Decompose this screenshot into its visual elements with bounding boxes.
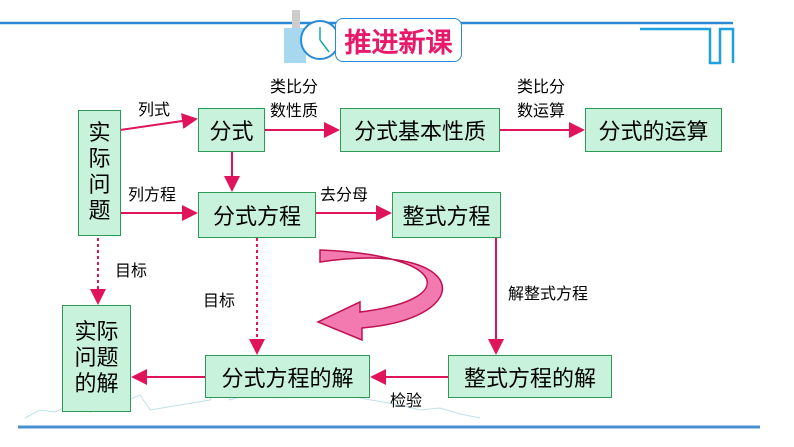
label-check: 检验 <box>390 391 423 410</box>
box-fraction-ops: 分式的运算 <box>585 108 722 152</box>
label-analogy-ops-2: 数运算 <box>517 101 566 120</box>
label-analogy-property-1: 类比分 <box>270 77 319 96</box>
section-title: 推进新课 <box>335 18 462 62</box>
label-qu-fenmu: 去分母 <box>320 185 369 204</box>
box-text: 实际 <box>88 121 111 172</box>
box-fraction-eq: 分式方程 <box>198 192 316 238</box>
box-integral-eq: 整式方程 <box>392 192 501 238</box>
box-text: 问题 <box>74 345 119 371</box>
box-real-solution: 实际 问题 的解 <box>62 305 131 412</box>
box-real-problem: 实际 问题 <box>78 110 121 236</box>
label-analogy-ops-1: 类比分 <box>517 77 566 96</box>
box-fraction-eq-solution: 分式方程的解 <box>205 355 370 398</box>
clock-icon <box>284 10 340 63</box>
label-goal-left: 目标 <box>115 261 148 280</box>
box-integral-eq-solution: 整式方程的解 <box>448 355 612 398</box>
label-solve-integral: 解整式方程 <box>508 284 589 303</box>
label-goal-mid: 目标 <box>203 291 236 310</box>
label-lieshi: 列式 <box>138 100 171 119</box>
arrows <box>90 113 585 385</box>
curved-arrow <box>316 249 443 342</box>
box-text: 问题 <box>88 173 111 224</box>
box-fraction-expr: 分式 <box>198 108 265 152</box>
box-text: 的解 <box>74 371 119 397</box>
box-text: 实际 <box>74 319 119 345</box>
label-lie-fangcheng: 列方程 <box>128 185 177 204</box>
label-analogy-property-2: 数性质 <box>270 101 319 120</box>
box-basic-property: 分式基本性质 <box>340 108 500 152</box>
